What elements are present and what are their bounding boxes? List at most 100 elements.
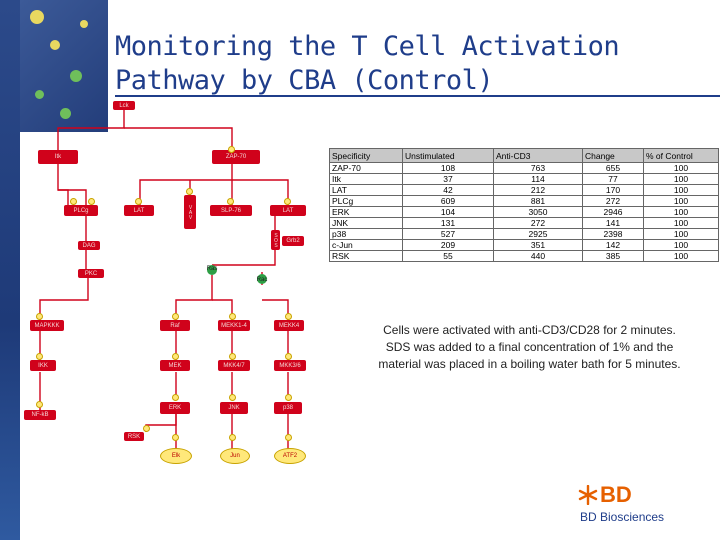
slide-title: Monitoring the T Cell Activation Pathway…	[115, 30, 620, 98]
phospho-marker	[227, 198, 234, 205]
node-erk: ERK	[160, 402, 190, 414]
node-slp76: SLP-76	[210, 205, 252, 216]
ras-indicator	[207, 265, 217, 275]
table-cell: 142	[582, 239, 644, 251]
table-cell: 655	[582, 162, 644, 174]
table-cell: 104	[402, 206, 494, 218]
table-cell: LAT	[329, 184, 403, 196]
phospho-marker	[229, 353, 236, 360]
col-header: Specificity	[329, 148, 403, 163]
node-ikk: IKK	[30, 360, 56, 371]
table-cell: 100	[643, 250, 719, 262]
phospho-marker	[172, 434, 179, 441]
node-vav: VAV	[184, 195, 196, 229]
table-cell: 114	[493, 173, 583, 185]
sidebar-strip	[0, 0, 20, 540]
node-plcg: PLCg	[64, 205, 98, 216]
node-mek: MEK	[160, 360, 190, 371]
table-cell: 141	[582, 217, 644, 229]
results-table: Specificity Unstimulated Anti-CD3 Change…	[329, 148, 719, 262]
node-dag: DAG	[78, 241, 100, 250]
phospho-marker	[229, 394, 236, 401]
brand-name: BD	[600, 482, 632, 507]
phospho-marker	[285, 434, 292, 441]
node-nfkb: NF-kB	[24, 410, 56, 420]
phospho-marker	[229, 313, 236, 320]
phospho-marker	[284, 198, 291, 205]
phospho-marker	[228, 146, 235, 153]
method-note: Cells were activated with anti-CD3/CD28 …	[378, 323, 681, 371]
table-cell: 2398	[582, 228, 644, 240]
node-pkc: PKC	[78, 269, 104, 278]
table-cell: p38	[329, 228, 403, 240]
table-cell: 100	[643, 239, 719, 251]
phospho-marker	[88, 198, 95, 205]
phospho-marker	[172, 353, 179, 360]
table-cell: 385	[582, 250, 644, 262]
node-atf2: ATF2	[274, 448, 306, 464]
table-cell: 170	[582, 184, 644, 196]
table-cell: 131	[402, 217, 494, 229]
table-cell: 100	[643, 217, 719, 229]
table-cell: 100	[643, 162, 719, 174]
node-zap70: ZAP-70	[212, 150, 260, 164]
phospho-marker	[36, 353, 43, 360]
node-jnk: JNK	[220, 402, 248, 414]
table-cell: c-Jun	[329, 239, 403, 251]
table-cell: 2946	[582, 206, 644, 218]
phospho-marker	[172, 394, 179, 401]
brand-subtitle: BD Biosciences	[580, 510, 665, 524]
table-cell: 527	[402, 228, 494, 240]
table-cell: 351	[493, 239, 583, 251]
node-elk: Elk	[160, 448, 192, 464]
table-cell: 100	[643, 184, 719, 196]
node-sos: SOS	[271, 230, 280, 250]
node-mkk36: MKK3/6	[274, 360, 306, 371]
col-header: % of Control	[643, 148, 719, 163]
table-cell: 37	[402, 173, 494, 185]
title-underline	[115, 95, 720, 97]
table-cell: 77	[582, 173, 644, 185]
table-cell: ZAP-70	[329, 162, 403, 174]
table-cell: RSK	[329, 250, 403, 262]
node-lat-2: LAT	[270, 205, 306, 216]
node-mapkkk: MAPKKK	[30, 320, 64, 331]
phospho-marker	[229, 434, 236, 441]
table-cell: 3050	[493, 206, 583, 218]
table-cell: ERK	[329, 206, 403, 218]
bd-sunburst-icon	[578, 484, 598, 506]
node-p38: p38	[274, 402, 302, 414]
phospho-marker	[285, 394, 292, 401]
table-cell: PLCg	[329, 195, 403, 207]
rac-indicator	[257, 274, 267, 284]
node-lat-1: LAT	[124, 205, 154, 216]
table-cell: Itk	[329, 173, 403, 185]
table-cell: 100	[643, 173, 719, 185]
table-cell: 212	[493, 184, 583, 196]
phospho-marker	[186, 188, 193, 195]
phospho-marker	[36, 401, 43, 408]
table-cell: 272	[493, 217, 583, 229]
node-rsk: RSK	[124, 432, 144, 441]
title-line-2: Pathway by CBA (Control)	[115, 65, 494, 96]
node-itk: Itk	[38, 150, 78, 164]
col-header: Anti-CD3	[493, 148, 583, 163]
phospho-marker	[70, 198, 77, 205]
cell-illustration	[20, 0, 108, 132]
node-grb2: Grb2	[282, 236, 304, 246]
title-line-1: Monitoring the T Cell Activation	[115, 31, 620, 62]
node-mekk4: MEKK4	[274, 320, 304, 331]
bd-logo: BD BD Biosciences	[578, 482, 664, 524]
table-cell: 881	[493, 195, 583, 207]
phospho-marker	[285, 353, 292, 360]
table-cell: 55	[402, 250, 494, 262]
phospho-marker	[143, 425, 150, 432]
